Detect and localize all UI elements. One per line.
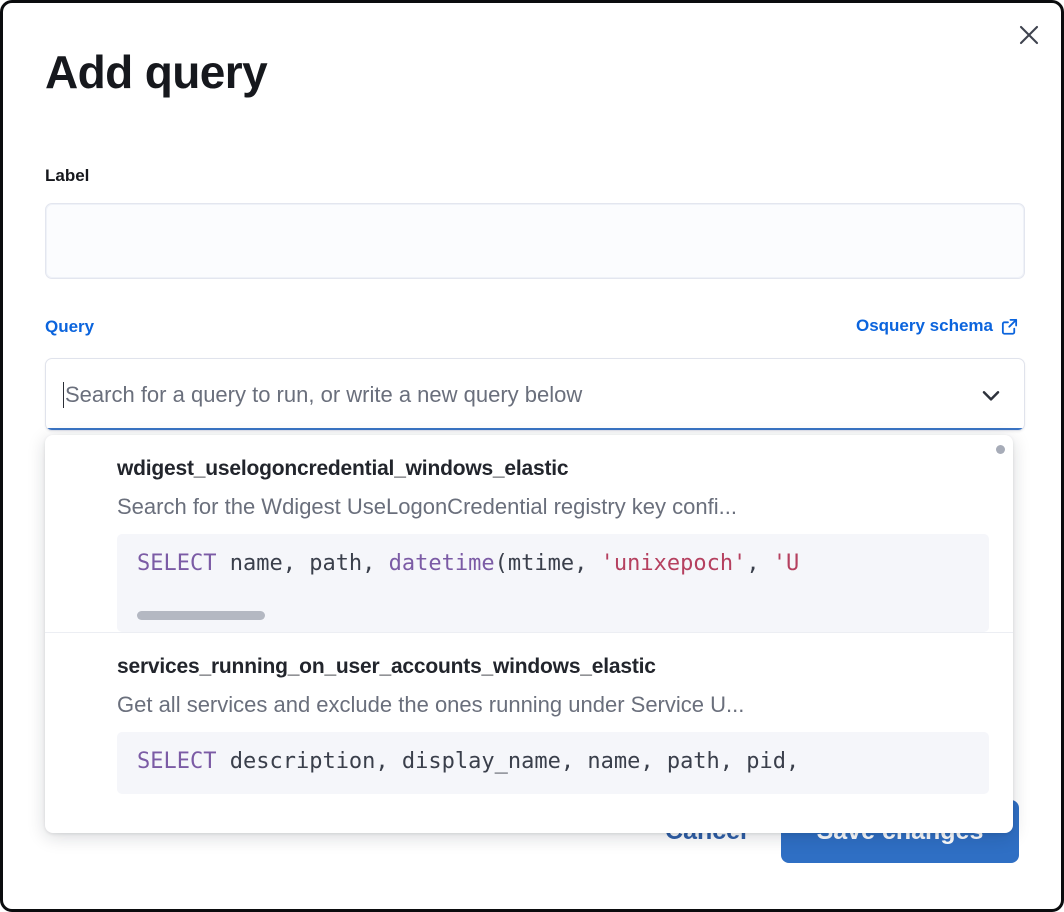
chevron-down-icon[interactable]: [974, 378, 1008, 412]
list-item[interactable]: wdigest_uselogoncredential_windows_elast…: [45, 435, 1013, 632]
close-icon-button[interactable]: [1009, 15, 1049, 55]
sql-token: ,: [746, 551, 773, 576]
text-cursor: [63, 381, 64, 408]
sql-token: 'U: [772, 551, 800, 576]
suggestion-sql-code[interactable]: SELECT description, display_name, name, …: [117, 732, 989, 794]
sql-token: description, display_name, name, path, p…: [216, 749, 800, 774]
dropdown-scrollbar[interactable]: [996, 445, 1005, 454]
page-title: Add query: [45, 46, 268, 98]
suggestion-description: Get all services and exclude the ones ru…: [117, 692, 745, 717]
close-icon: [1018, 24, 1040, 46]
sql-token: 'unixepoch': [600, 551, 747, 576]
suggestion-title: services_running_on_user_accounts_window…: [117, 655, 656, 678]
code-horizontal-scrollbar[interactable]: [137, 611, 265, 620]
query-field-label: Query: [45, 317, 95, 336]
osquery-schema-link[interactable]: Osquery schema: [856, 316, 1019, 336]
query-combobox[interactable]: Search for a query to run, or write a ne…: [45, 358, 1025, 431]
label-input[interactable]: [45, 203, 1025, 279]
sql-token: SELECT: [137, 551, 217, 576]
suggestion-sql-code[interactable]: SELECT name, path, datetime(mtime, 'unix…: [117, 534, 989, 632]
suggestion-title: wdigest_uselogoncredential_windows_elast…: [117, 457, 569, 480]
list-item[interactable]: services_running_on_user_accounts_window…: [45, 632, 1013, 794]
query-suggestions-dropdown: wdigest_uselogoncredential_windows_elast…: [45, 435, 1013, 833]
query-search-input-placeholder[interactable]: Search for a query to run, or write a ne…: [65, 381, 583, 407]
external-link-icon: [1000, 317, 1019, 336]
label-field-label: Label: [45, 166, 90, 185]
suggestion-description: Search for the Wdigest UseLogonCredentia…: [117, 494, 737, 519]
sql-token: name, path,: [216, 551, 389, 576]
sql-token: SELECT: [137, 749, 217, 774]
osquery-schema-link-label: Osquery schema: [855, 316, 993, 335]
sql-token: datetime: [388, 551, 495, 576]
sql-token: (mtime,: [494, 551, 601, 576]
